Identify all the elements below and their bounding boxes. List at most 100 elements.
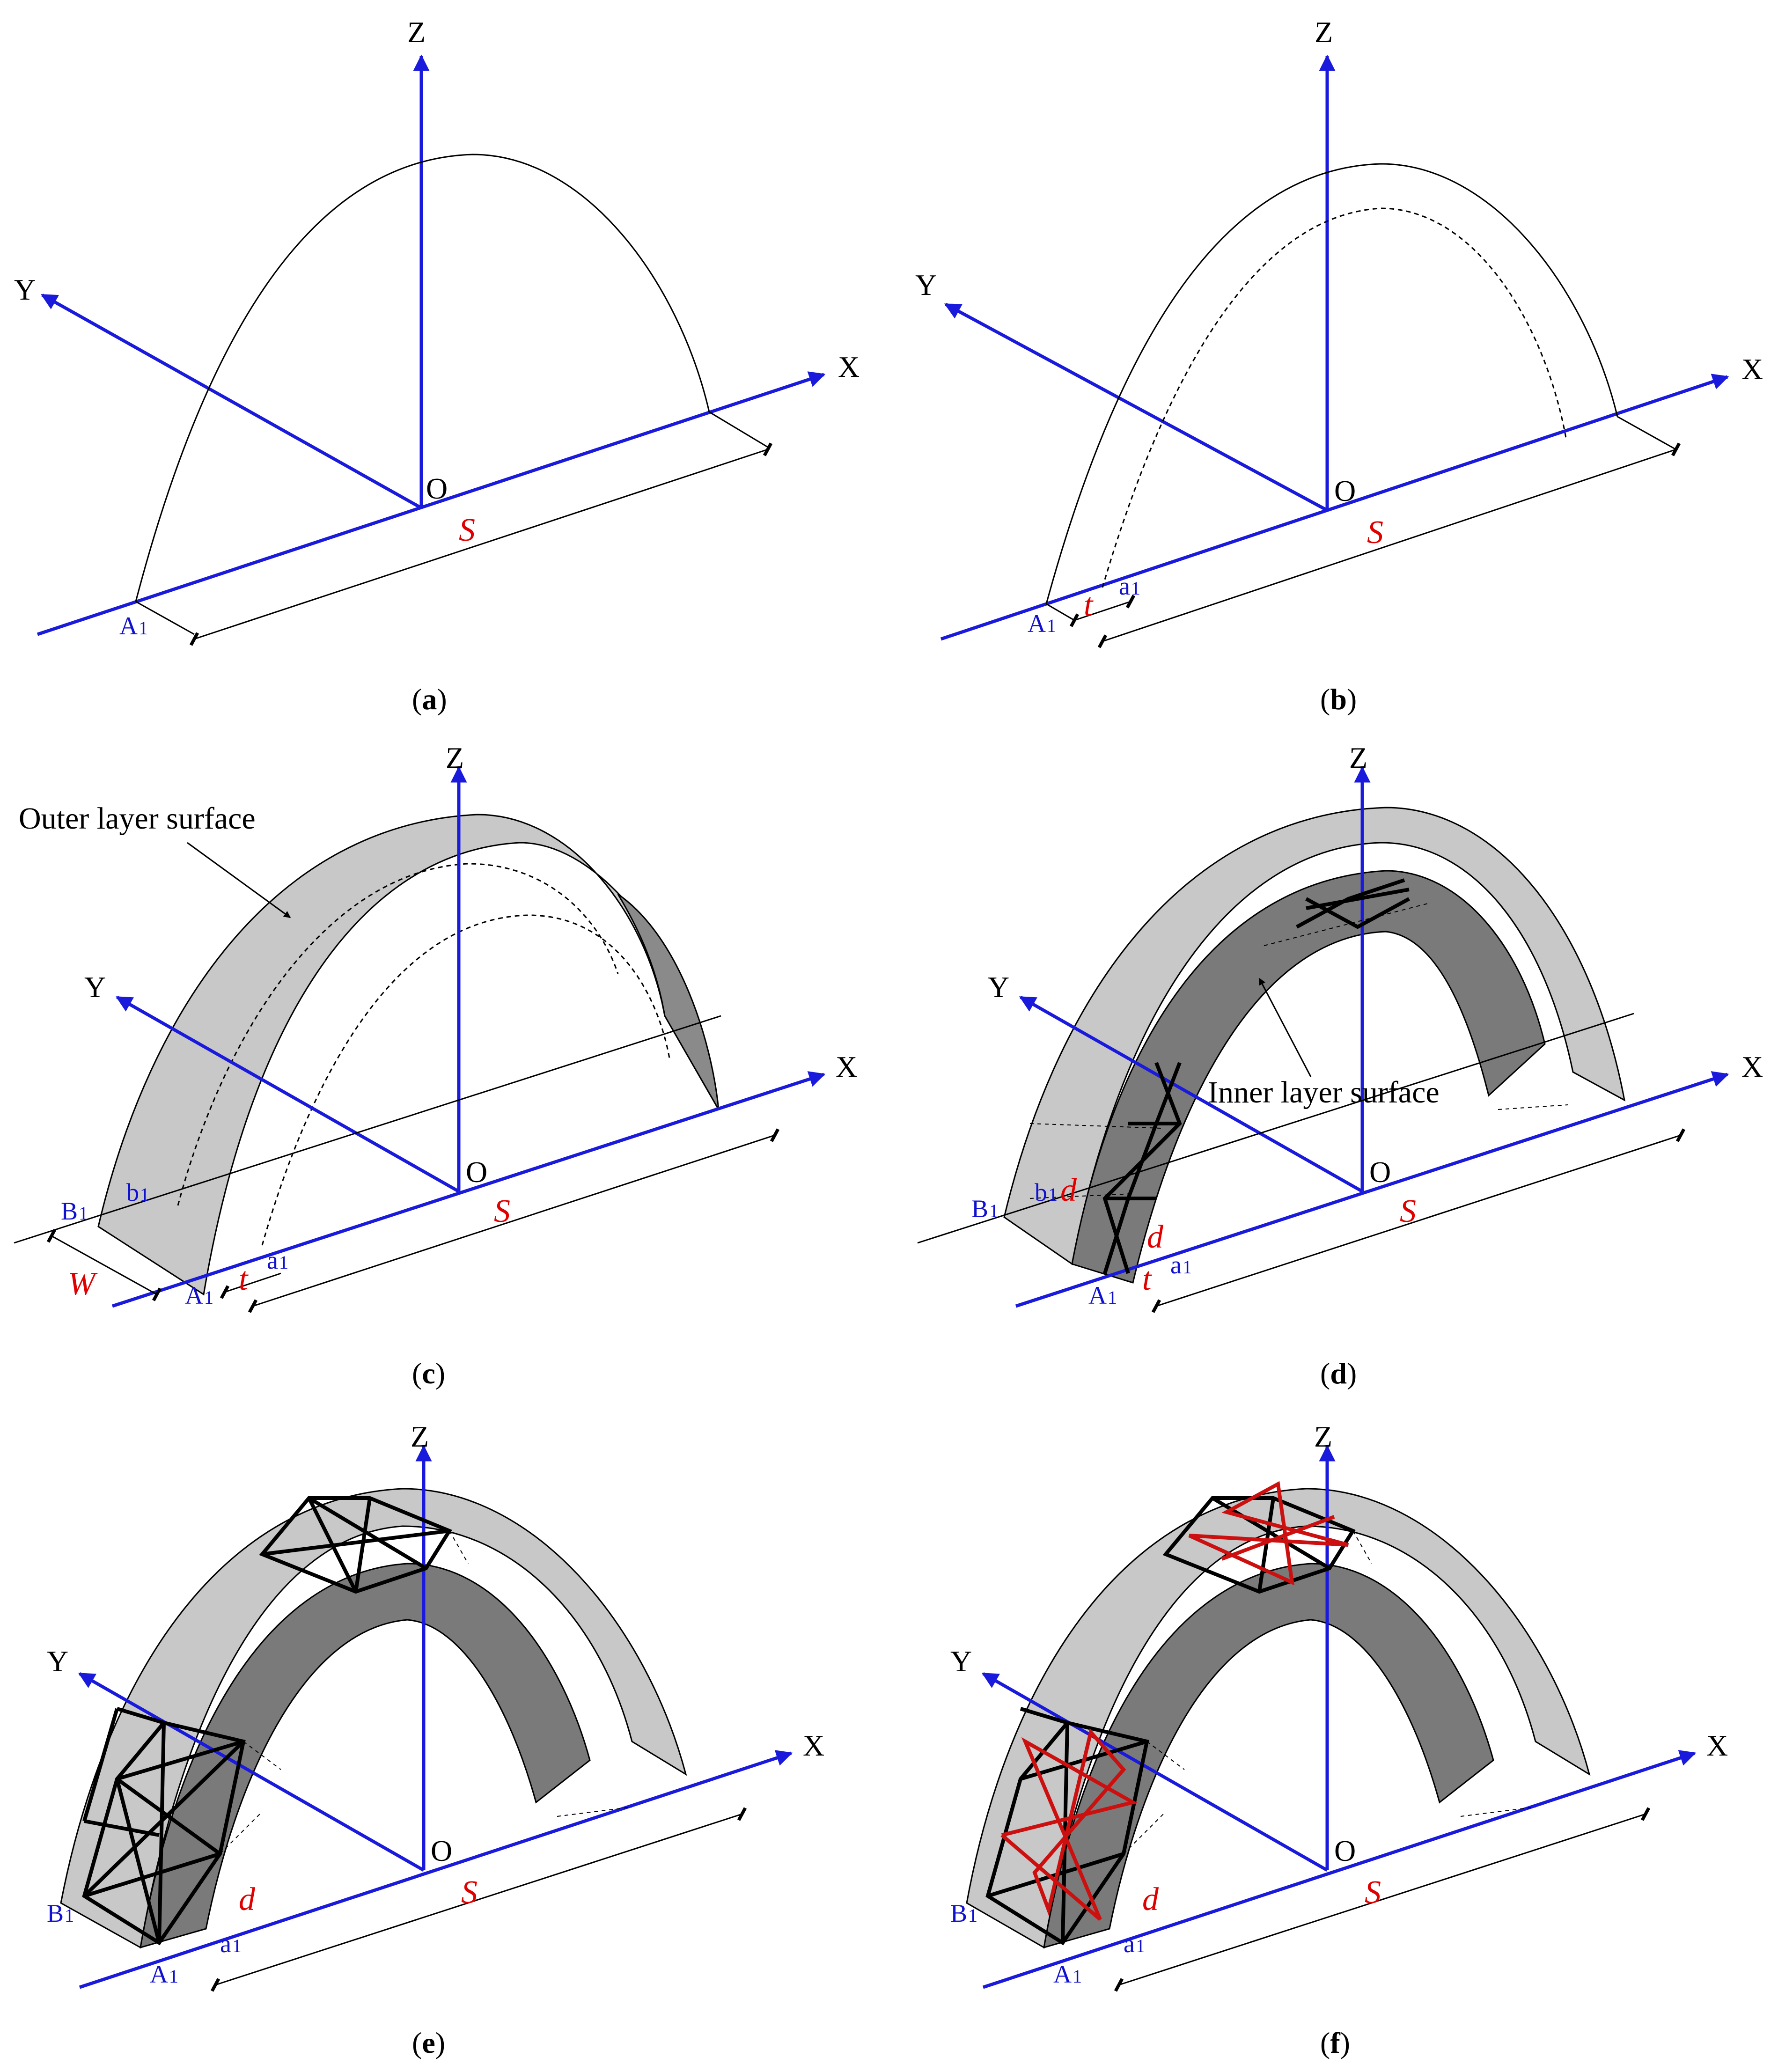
width-label: W — [68, 1266, 98, 1302]
point-a-small-label: a1 — [267, 1246, 288, 1274]
x-axis — [79, 1750, 793, 1989]
caption-d-letter: d — [1330, 1357, 1347, 1390]
tick — [1671, 442, 1681, 456]
caption-f-letter: f — [1330, 2026, 1340, 2059]
y-axis-label: Y — [915, 268, 937, 301]
point-b-small-label: b1 — [126, 1178, 149, 1206]
x-axis — [940, 374, 1729, 641]
x-axis — [37, 371, 826, 636]
point-a-small-label: a1 — [1119, 572, 1140, 600]
point-a-small-label: a1 — [1124, 1930, 1145, 1958]
extension-line — [1046, 603, 1075, 621]
point-b1-label: B1 — [61, 1197, 88, 1225]
z-axis-label: Z — [1349, 741, 1367, 774]
inner-arch-curve — [261, 914, 670, 1246]
span-label: S — [459, 512, 475, 548]
truss-module-lower-red — [1000, 1728, 1138, 1921]
extension-line — [1617, 416, 1676, 450]
thickness-dim-line — [1074, 601, 1131, 621]
caption-b-letter: b — [1330, 683, 1347, 716]
origin-label: O — [1334, 1834, 1356, 1867]
panel-f: X Y Z O B1 A1 a1 d S (f) — [950, 1420, 1728, 2059]
point-a1-label: A1 — [185, 1281, 213, 1309]
tick — [1069, 613, 1080, 627]
panel-d: Inner layer surface X Y Z O B1 b1 A1 a1 … — [917, 741, 1763, 1390]
outer-layer-back-face — [617, 893, 720, 1110]
x-axis-label: X — [1706, 1729, 1728, 1762]
tick — [210, 1978, 220, 1992]
x-axis-label: X — [838, 350, 860, 383]
y-axis — [115, 995, 460, 1193]
outer-layer-surface — [1003, 807, 1626, 1265]
tick — [1640, 1807, 1651, 1821]
tick — [248, 1299, 258, 1313]
point-b1-label: B1 — [47, 1899, 74, 1927]
truss-module-crown-red — [1188, 1481, 1349, 1586]
tick — [1097, 634, 1108, 648]
tick — [770, 1128, 780, 1142]
truss-hidden-lines — [220, 1530, 632, 1854]
back-edge-line — [14, 1015, 721, 1244]
tick — [1675, 1128, 1686, 1142]
offset-label: d — [1142, 1881, 1159, 1918]
inner-layer-callout: Inner layer surface — [1208, 1075, 1440, 1109]
tick — [1125, 595, 1136, 609]
z-axis-label: Z — [446, 741, 464, 774]
extension-line — [135, 601, 195, 635]
x-axis-label: X — [1741, 1050, 1763, 1083]
point-a-small-label: a1 — [1170, 1251, 1192, 1279]
callout-leader — [187, 842, 291, 918]
caption-a: (a) — [412, 683, 447, 716]
truss-module-lower — [1102, 1062, 1182, 1274]
z-axis-label: Z — [1315, 15, 1333, 49]
truss-module-crown — [1296, 878, 1410, 929]
span-label: S — [494, 1193, 510, 1229]
y-axis — [944, 302, 1328, 512]
origin-label: O — [426, 472, 448, 505]
x-axis — [111, 1071, 826, 1308]
span-label: S — [1365, 1874, 1381, 1910]
offset-label: d — [239, 1881, 256, 1918]
tick — [220, 1285, 230, 1299]
panel-a: X Y Z O A1 S (a) — [14, 15, 860, 716]
caption-c-letter: c — [422, 1357, 435, 1390]
panel-c: Outer layer surface X Y Z O B1 b1 A1 a1 … — [14, 741, 857, 1390]
tick — [1114, 1978, 1124, 1992]
origin-label: O — [1369, 1155, 1391, 1189]
span-label: S — [1400, 1193, 1416, 1229]
panel-b: X Y Z O A1 a1 t S (b) — [915, 15, 1763, 716]
arch-curve — [135, 154, 710, 602]
point-a1-label: A1 — [1088, 1281, 1117, 1309]
tick — [763, 442, 773, 456]
caption-d: (d) — [1320, 1357, 1357, 1390]
y-axis-label: Y — [84, 970, 106, 1004]
inner-arch-curve — [1102, 207, 1567, 588]
caption-c: (c) — [412, 1357, 445, 1390]
dimension-line — [252, 1134, 775, 1307]
caption-a-letter: a — [422, 683, 437, 716]
dimension-line — [194, 448, 768, 640]
thickness-label: t — [1084, 587, 1094, 623]
x-axis-label: X — [803, 1729, 824, 1762]
point-a1-label: A1 — [119, 612, 148, 640]
point-b-small-label: b1 — [1035, 1178, 1058, 1206]
panel-e: X Y Z O B1 A1 a1 d S (e) — [47, 1420, 824, 2059]
thickness-label: t — [1142, 1261, 1152, 1297]
offset-label-lower: d — [1147, 1219, 1164, 1255]
origin-label: O — [466, 1155, 487, 1189]
tick — [737, 1807, 747, 1821]
z-axis-label: Z — [411, 1420, 429, 1453]
dimension-line — [1118, 1813, 1646, 1986]
y-axis-label: Y — [14, 273, 36, 306]
callout-leader — [1258, 977, 1312, 1077]
truss-hidden-lines — [1123, 1530, 1536, 1854]
dimension-line — [1156, 1134, 1681, 1307]
z-axis-label: Z — [1314, 1420, 1332, 1453]
z-axis-label: Z — [407, 15, 426, 49]
x-axis — [1015, 1071, 1729, 1308]
point-a1-label: A1 — [1053, 1960, 1082, 1988]
tick — [46, 1229, 57, 1243]
dimension-line — [1102, 448, 1676, 642]
point-a-small-label: a1 — [220, 1930, 242, 1958]
middle-arch-curve — [177, 863, 619, 1206]
